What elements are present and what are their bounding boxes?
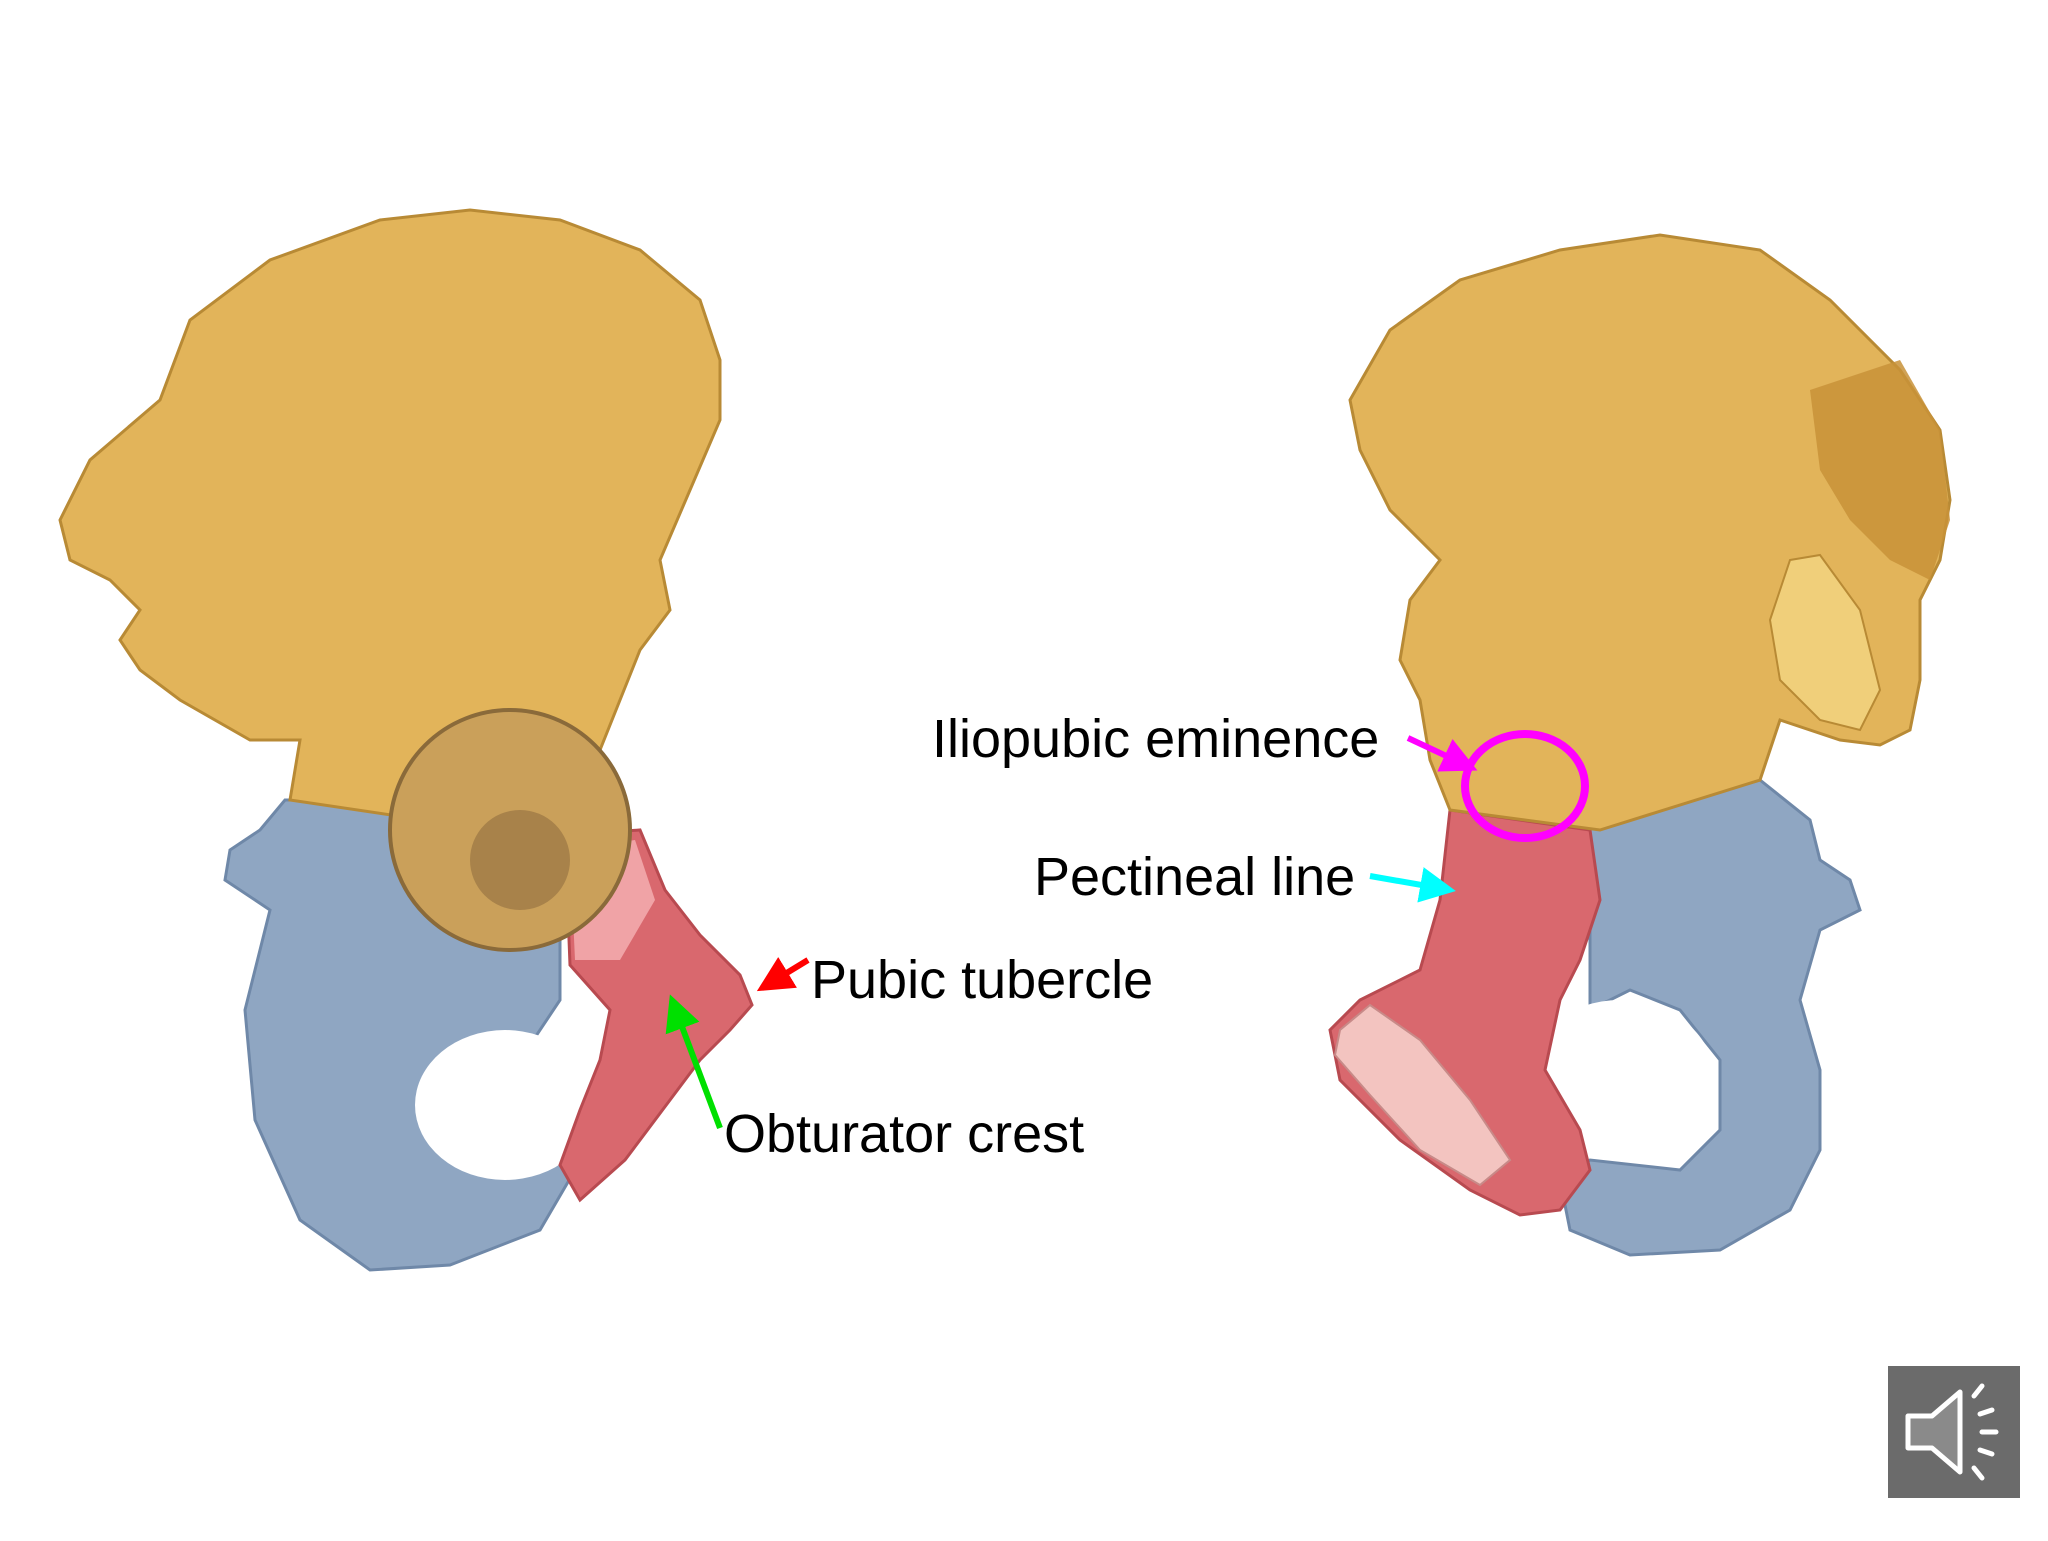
right-hip-bone xyxy=(1328,233,1952,1257)
right-ischium xyxy=(1558,778,1862,1257)
iliopubic-eminence-circle xyxy=(1461,730,1589,842)
speaker-icon xyxy=(1905,1383,1999,1481)
pectineal-line-arrow xyxy=(1369,867,1456,903)
right-pubic-symphysis-surface xyxy=(1333,1003,1512,1187)
iliopubic-eminence-arrow xyxy=(1406,735,1478,772)
left-acetabulum-fossa xyxy=(470,810,570,910)
label-obturator-crest: Obturator crest xyxy=(724,1104,1085,1164)
left-ilium xyxy=(58,208,722,842)
label-pectineal-line: Pectineal line xyxy=(1034,847,1356,907)
right-iliac-tuberosity xyxy=(1810,360,1950,580)
label-pubic-tubercle: Pubic tubercle xyxy=(811,950,1154,1010)
right-auricular-surface xyxy=(1768,553,1882,732)
right-ilium xyxy=(1348,233,1952,832)
left-hip-bone xyxy=(58,208,754,1272)
audio-button[interactable] xyxy=(1888,1366,2020,1498)
left-obturator-foramen xyxy=(415,1030,595,1180)
obturator-crest-arrow xyxy=(665,994,723,1130)
pubic-tubercle-arrow xyxy=(756,957,810,992)
label-iliopubic-eminence: Iliopubic eminence xyxy=(932,709,1380,769)
